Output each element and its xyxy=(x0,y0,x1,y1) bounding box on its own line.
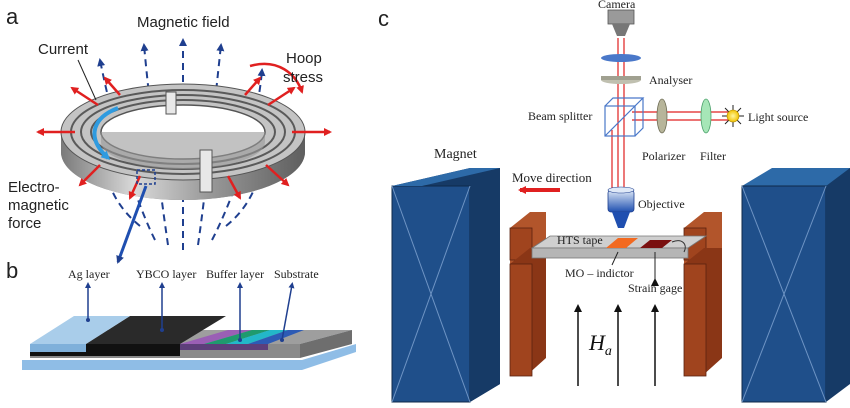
light-source-icon xyxy=(722,105,744,127)
filter-label: Filter xyxy=(700,149,726,163)
hoop-stress-arrows xyxy=(36,62,332,200)
polarizer-label: Polarizer xyxy=(642,149,685,163)
right-magnet xyxy=(741,168,850,403)
hoop-stress-label-2: stress xyxy=(283,69,323,86)
right-clamp xyxy=(683,212,722,377)
current-arrow xyxy=(92,106,119,161)
analyser-label: Analyser xyxy=(649,73,692,87)
em-force-label-2: magnetic xyxy=(8,197,69,214)
ybco-layer xyxy=(86,316,226,344)
beam-splitter-label: Beam splitter xyxy=(528,109,592,123)
polarizer xyxy=(656,98,668,134)
buffer-layer-label: Buffer layer xyxy=(206,267,264,281)
current-leader xyxy=(77,59,97,101)
beam-splitter xyxy=(604,97,645,137)
applied-field-subscript: a xyxy=(605,344,612,359)
hoop-stress-label-1: Hoop xyxy=(286,50,322,67)
analyser xyxy=(601,76,641,84)
ag-layer xyxy=(30,316,130,344)
strain-gage-label: Strain gage xyxy=(628,281,682,295)
ybco-layer-label: YBCO layer xyxy=(136,267,196,281)
applied-field-arrows xyxy=(574,304,659,386)
panel-b: b Ag layer xyxy=(6,258,356,370)
camera xyxy=(607,9,635,36)
em-force-label-1: Electro- xyxy=(8,179,60,196)
left-magnet xyxy=(391,168,500,403)
applied-field-symbol: H xyxy=(588,330,606,355)
panel-a: a xyxy=(6,4,332,264)
left-clamp xyxy=(509,212,546,377)
objective xyxy=(607,186,635,228)
panel-c: c Magnet xyxy=(378,0,850,403)
camera-lens xyxy=(601,54,641,62)
zoom-arrow xyxy=(116,185,148,264)
panel-b-label: b xyxy=(6,258,18,283)
substrate-label: Substrate xyxy=(274,267,319,281)
detail-box xyxy=(136,169,156,185)
strain-gage xyxy=(640,240,672,248)
mo-indicator-label: MO – indictor xyxy=(565,266,634,280)
mo-indicator-leader xyxy=(611,251,619,266)
hts-tape-label: HTS tape xyxy=(557,233,603,247)
magnet-label: Magnet xyxy=(434,147,477,162)
applied-field-label: Ha xyxy=(588,330,612,359)
panel-c-label: c xyxy=(378,6,389,31)
current-label: Current xyxy=(38,41,89,58)
camera-label: Camera xyxy=(598,0,636,11)
em-force-label-3: force xyxy=(8,215,41,232)
filter xyxy=(700,98,712,134)
laser-paths xyxy=(611,38,732,200)
coil xyxy=(60,83,306,200)
light-source-label: Light source xyxy=(748,110,808,124)
objective-label: Objective xyxy=(638,197,685,211)
ag-layer-label: Ag layer xyxy=(68,267,110,281)
magnetic-field-label: Magnetic field xyxy=(137,14,230,31)
move-direction-label: Move direction xyxy=(512,170,592,185)
panel-a-label: a xyxy=(6,4,19,29)
mo-indicator xyxy=(606,238,638,248)
substrate-leader xyxy=(281,282,295,341)
